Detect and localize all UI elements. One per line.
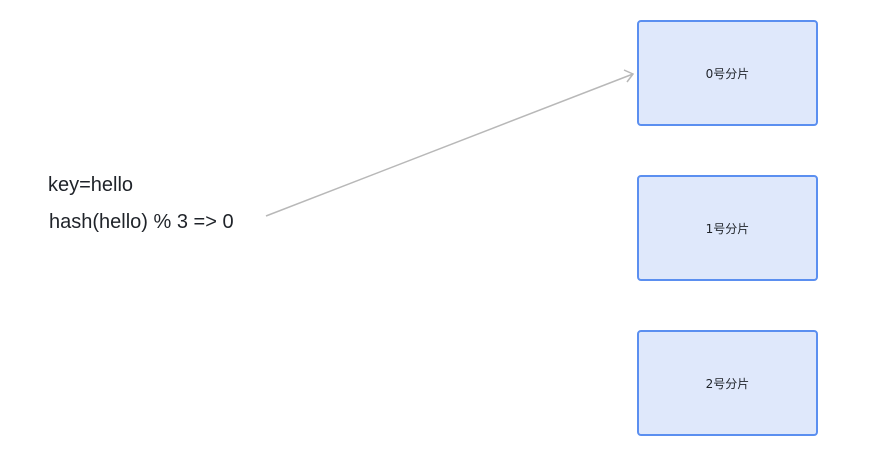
shard-label-1: 1号分片 <box>705 221 750 236</box>
arrow-line <box>265 73 634 217</box>
shard-label-2: 2号分片 <box>705 376 750 391</box>
shard-box-2: 2号分片 <box>637 330 818 436</box>
shard-box-1: 1号分片 <box>637 175 818 281</box>
shard-label-0: 0号分片 <box>705 66 750 81</box>
arrow-head-icon <box>623 69 635 83</box>
hash-expression-label: hash(hello) % 3 => 0 <box>49 211 234 233</box>
shard-box-0: 0号分片 <box>637 20 818 126</box>
key-label: key=hello <box>48 174 134 196</box>
